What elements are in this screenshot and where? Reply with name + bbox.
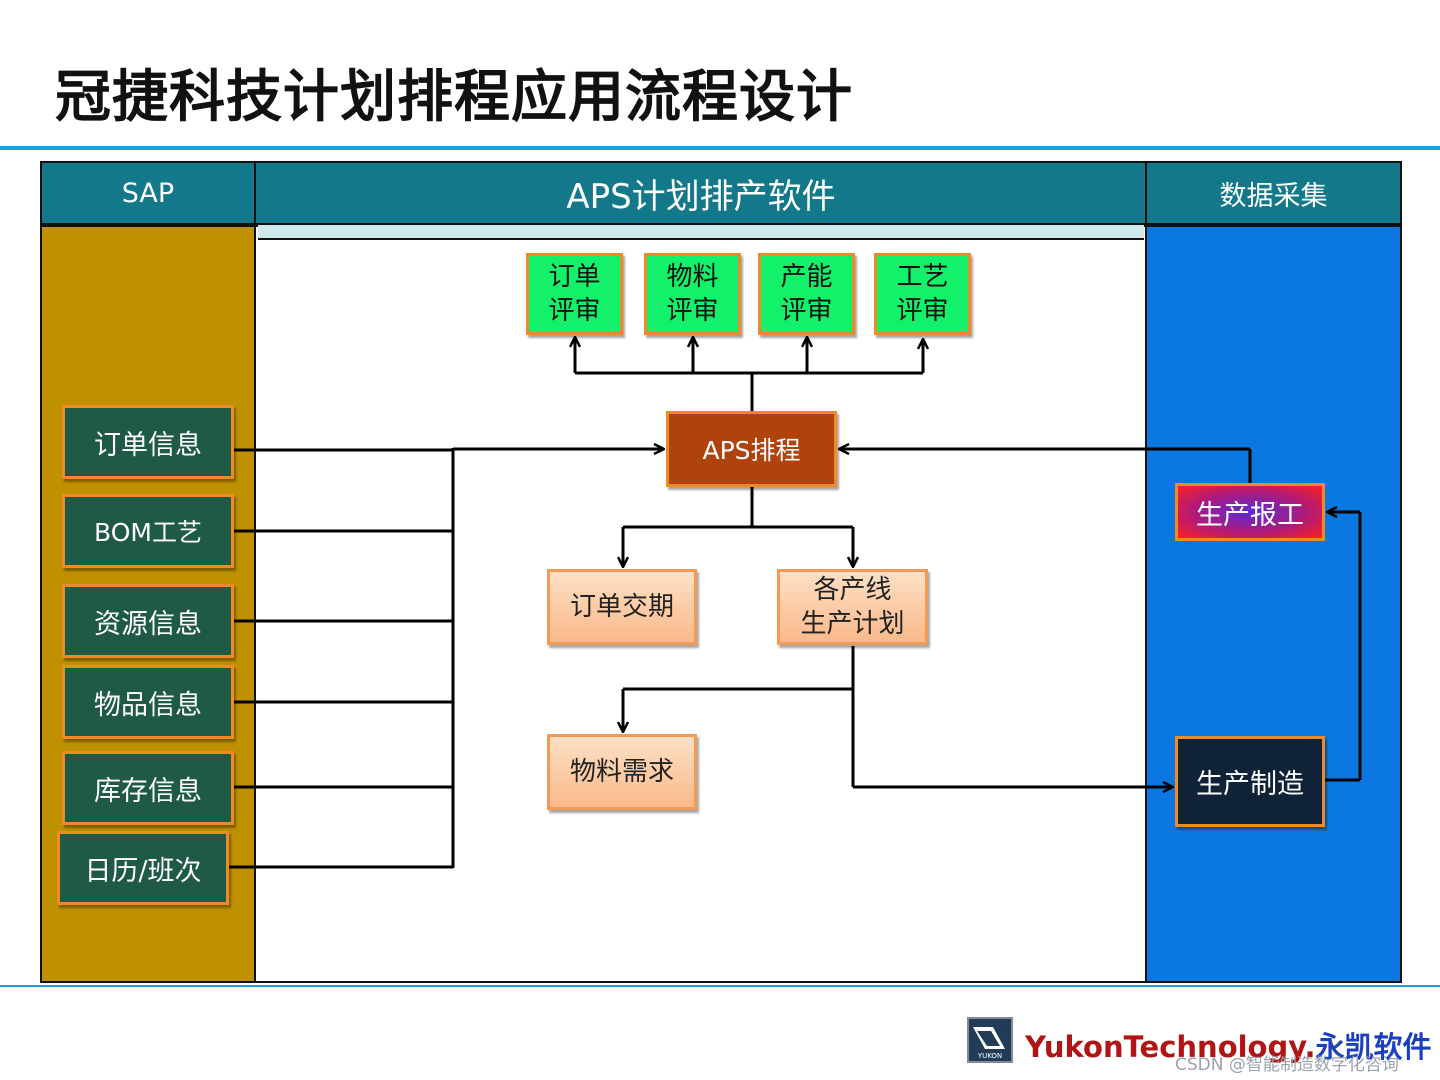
review-label-line1: 产能 xyxy=(780,262,833,292)
sap-item-item-info: 物品信息 xyxy=(62,665,234,739)
review-label-line2: 评审 xyxy=(548,296,601,326)
sap-item-label: 物品信息 xyxy=(94,689,202,721)
review-material: 物料 评审 xyxy=(644,253,741,335)
sap-header-label: SAP xyxy=(121,177,175,209)
production-manufacturing-box: 生产制造 xyxy=(1175,736,1325,827)
line-plan-label-line2: 生产计划 xyxy=(800,609,905,639)
aps-header-strip xyxy=(258,225,1144,240)
sap-item-label: 订单信息 xyxy=(94,429,202,461)
order-delivery-box: 订单交期 xyxy=(547,569,697,645)
bottom-rule xyxy=(0,985,1440,987)
brand-name: YukonTechnology.永凯软件 xyxy=(1025,1024,1432,1066)
brand-name-en: YukonTechnology. xyxy=(1025,1030,1316,1064)
production-manufacturing-label: 生产制造 xyxy=(1196,769,1304,800)
watermark: CSDN @智能制造数字化咨询 xyxy=(1175,1055,1399,1075)
review-label-line1: 物料 xyxy=(666,262,719,292)
line-plan-box: 各产线 生产计划 xyxy=(777,569,928,645)
order-delivery-label: 订单交期 xyxy=(569,592,674,622)
aps-scheduling-box: APS排程 xyxy=(666,411,837,487)
review-label-line2: 评审 xyxy=(896,296,949,326)
sap-item-label: BOM工艺 xyxy=(94,518,202,547)
review-label-line1: 工艺 xyxy=(896,262,949,292)
data-collection-header: 数据采集 xyxy=(1145,161,1402,225)
review-label-line2: 评审 xyxy=(666,296,719,326)
sap-item-label: 日历/班次 xyxy=(84,855,202,887)
review-capacity: 产能 评审 xyxy=(758,253,855,335)
sap-header: SAP xyxy=(40,161,256,225)
aps-column xyxy=(256,225,1146,983)
production-report-box: 生产报工 xyxy=(1175,483,1325,541)
sap-item-resource-info: 资源信息 xyxy=(62,584,234,658)
brand-name-cn: 永凯软件 xyxy=(1315,1030,1432,1064)
line-plan-label-line1: 各产线 xyxy=(813,575,892,605)
sap-item-order-info: 订单信息 xyxy=(62,405,234,479)
page-title: 冠捷科技计划排程应用流程设计 xyxy=(55,65,853,130)
sap-item-bom-routing: BOM工艺 xyxy=(62,494,234,568)
review-label-line1: 订单 xyxy=(548,262,601,292)
material-demand-label: 物料需求 xyxy=(569,757,674,787)
review-process: 工艺 评审 xyxy=(874,253,971,335)
production-report-label: 生产报工 xyxy=(1196,499,1304,531)
sap-item-label: 资源信息 xyxy=(94,608,202,640)
svg-text:YUKON: YUKON xyxy=(977,1052,1002,1060)
top-rule xyxy=(0,146,1440,150)
sap-item-calendar-shift: 日历/班次 xyxy=(57,831,229,905)
sap-item-label: 库存信息 xyxy=(94,775,202,807)
data-collection-header-label: 数据采集 xyxy=(1219,180,1328,212)
material-demand-box: 物料需求 xyxy=(547,734,697,810)
sap-item-inventory-info: 库存信息 xyxy=(62,751,234,825)
review-label-line2: 评审 xyxy=(780,296,833,326)
aps-scheduling-label: APS排程 xyxy=(702,436,801,465)
aps-header: APS计划排产软件 xyxy=(256,161,1146,225)
aps-header-label: APS计划排产软件 xyxy=(566,176,836,217)
yukon-logo-icon: YUKON xyxy=(967,1017,1013,1063)
review-order: 订单 评审 xyxy=(526,253,623,335)
